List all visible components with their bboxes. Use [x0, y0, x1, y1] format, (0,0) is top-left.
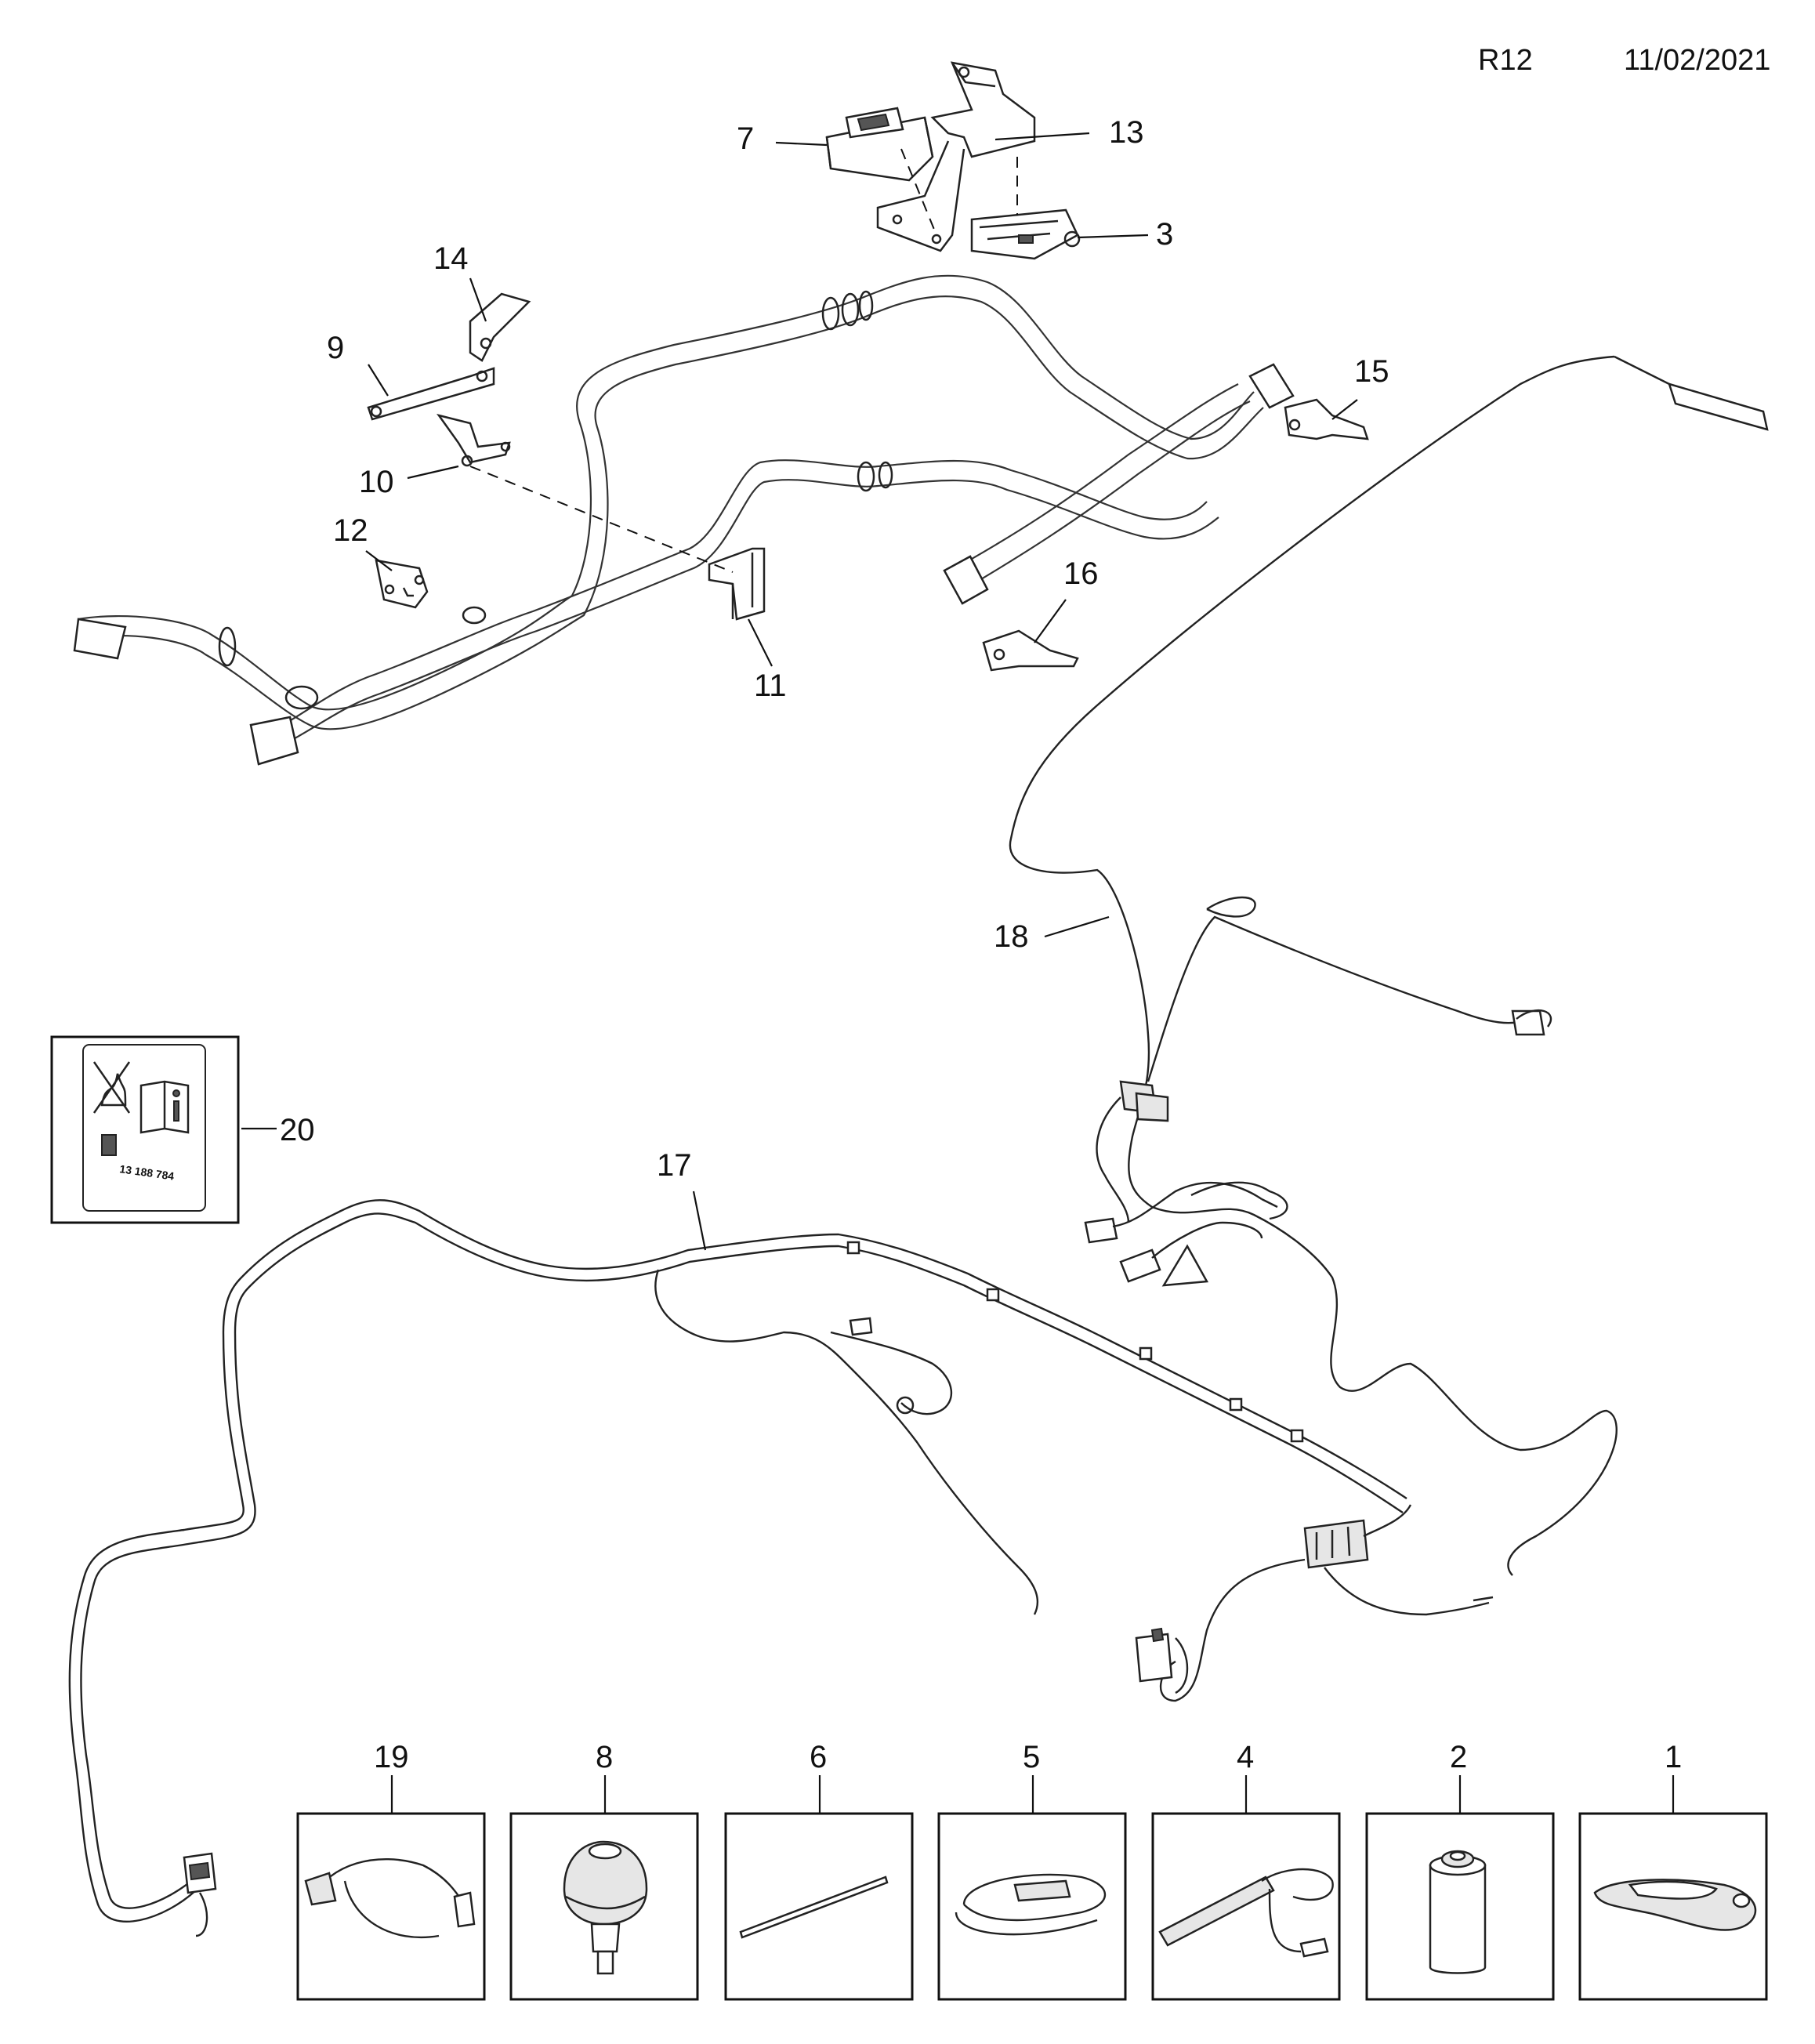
callout-13: 13: [1109, 115, 1144, 150]
callout-10: 10: [359, 465, 394, 499]
callout-20: 20: [280, 1113, 315, 1147]
harness-17[interactable]: [68, 1199, 1494, 1937]
callout-5: 5: [1023, 1740, 1040, 1774]
bracket-16[interactable]: [982, 629, 1079, 672]
dash-10-to-11: [469, 466, 734, 573]
cable-18[interactable]: [1009, 355, 1769, 1576]
leader-lines: [241, 132, 1675, 1814]
callout-4: 4: [1237, 1740, 1254, 1774]
module-7[interactable]: [825, 107, 934, 182]
part-box-1[interactable]: [1578, 1812, 1768, 2001]
callout-17: 17: [657, 1148, 692, 1183]
warning-label-20[interactable]: 13 188 784: [50, 1035, 240, 1224]
part-box-5[interactable]: [937, 1812, 1127, 2001]
module-3[interactable]: [970, 208, 1081, 260]
callout-19: 19: [374, 1740, 409, 1774]
part-box-19[interactable]: [296, 1812, 486, 2001]
bracket-13[interactable]: [876, 61, 1036, 252]
callout-14: 14: [433, 241, 469, 276]
bracket-10[interactable]: [437, 413, 511, 467]
bracket-9[interactable]: [367, 367, 495, 421]
callout-7: 7: [737, 121, 754, 156]
callout-2: 2: [1450, 1740, 1467, 1774]
part-box-4[interactable]: [1151, 1812, 1341, 2001]
callout-8: 8: [596, 1740, 613, 1774]
callout-11: 11: [754, 669, 787, 703]
part-box-2[interactable]: [1365, 1812, 1555, 2001]
callout-1: 1: [1665, 1740, 1682, 1774]
bracket-14[interactable]: [469, 292, 531, 362]
qr-code: [101, 1134, 117, 1156]
callout-16: 16: [1063, 556, 1099, 591]
callout-3: 3: [1156, 217, 1173, 252]
bracket-15[interactable]: [1284, 398, 1369, 440]
part-box-8[interactable]: [509, 1812, 699, 2001]
callout-18: 18: [994, 919, 1029, 954]
bracket-12[interactable]: [375, 559, 429, 609]
no-flame-icon: [92, 1061, 131, 1114]
part-box-6[interactable]: [724, 1812, 914, 2001]
callout-12: 12: [333, 513, 368, 548]
diagram-code: R12: [1478, 44, 1533, 77]
callout-9: 9: [327, 331, 344, 365]
callout-15: 15: [1354, 354, 1389, 389]
diagram-date: 11/02/2021: [1624, 44, 1771, 77]
hose-assembly[interactable]: [73, 274, 1295, 766]
bracket-11[interactable]: [708, 547, 766, 621]
callout-6: 6: [810, 1740, 827, 1774]
manual-info-icon: [139, 1080, 190, 1134]
dash-7-to-bracket: [900, 148, 937, 236]
